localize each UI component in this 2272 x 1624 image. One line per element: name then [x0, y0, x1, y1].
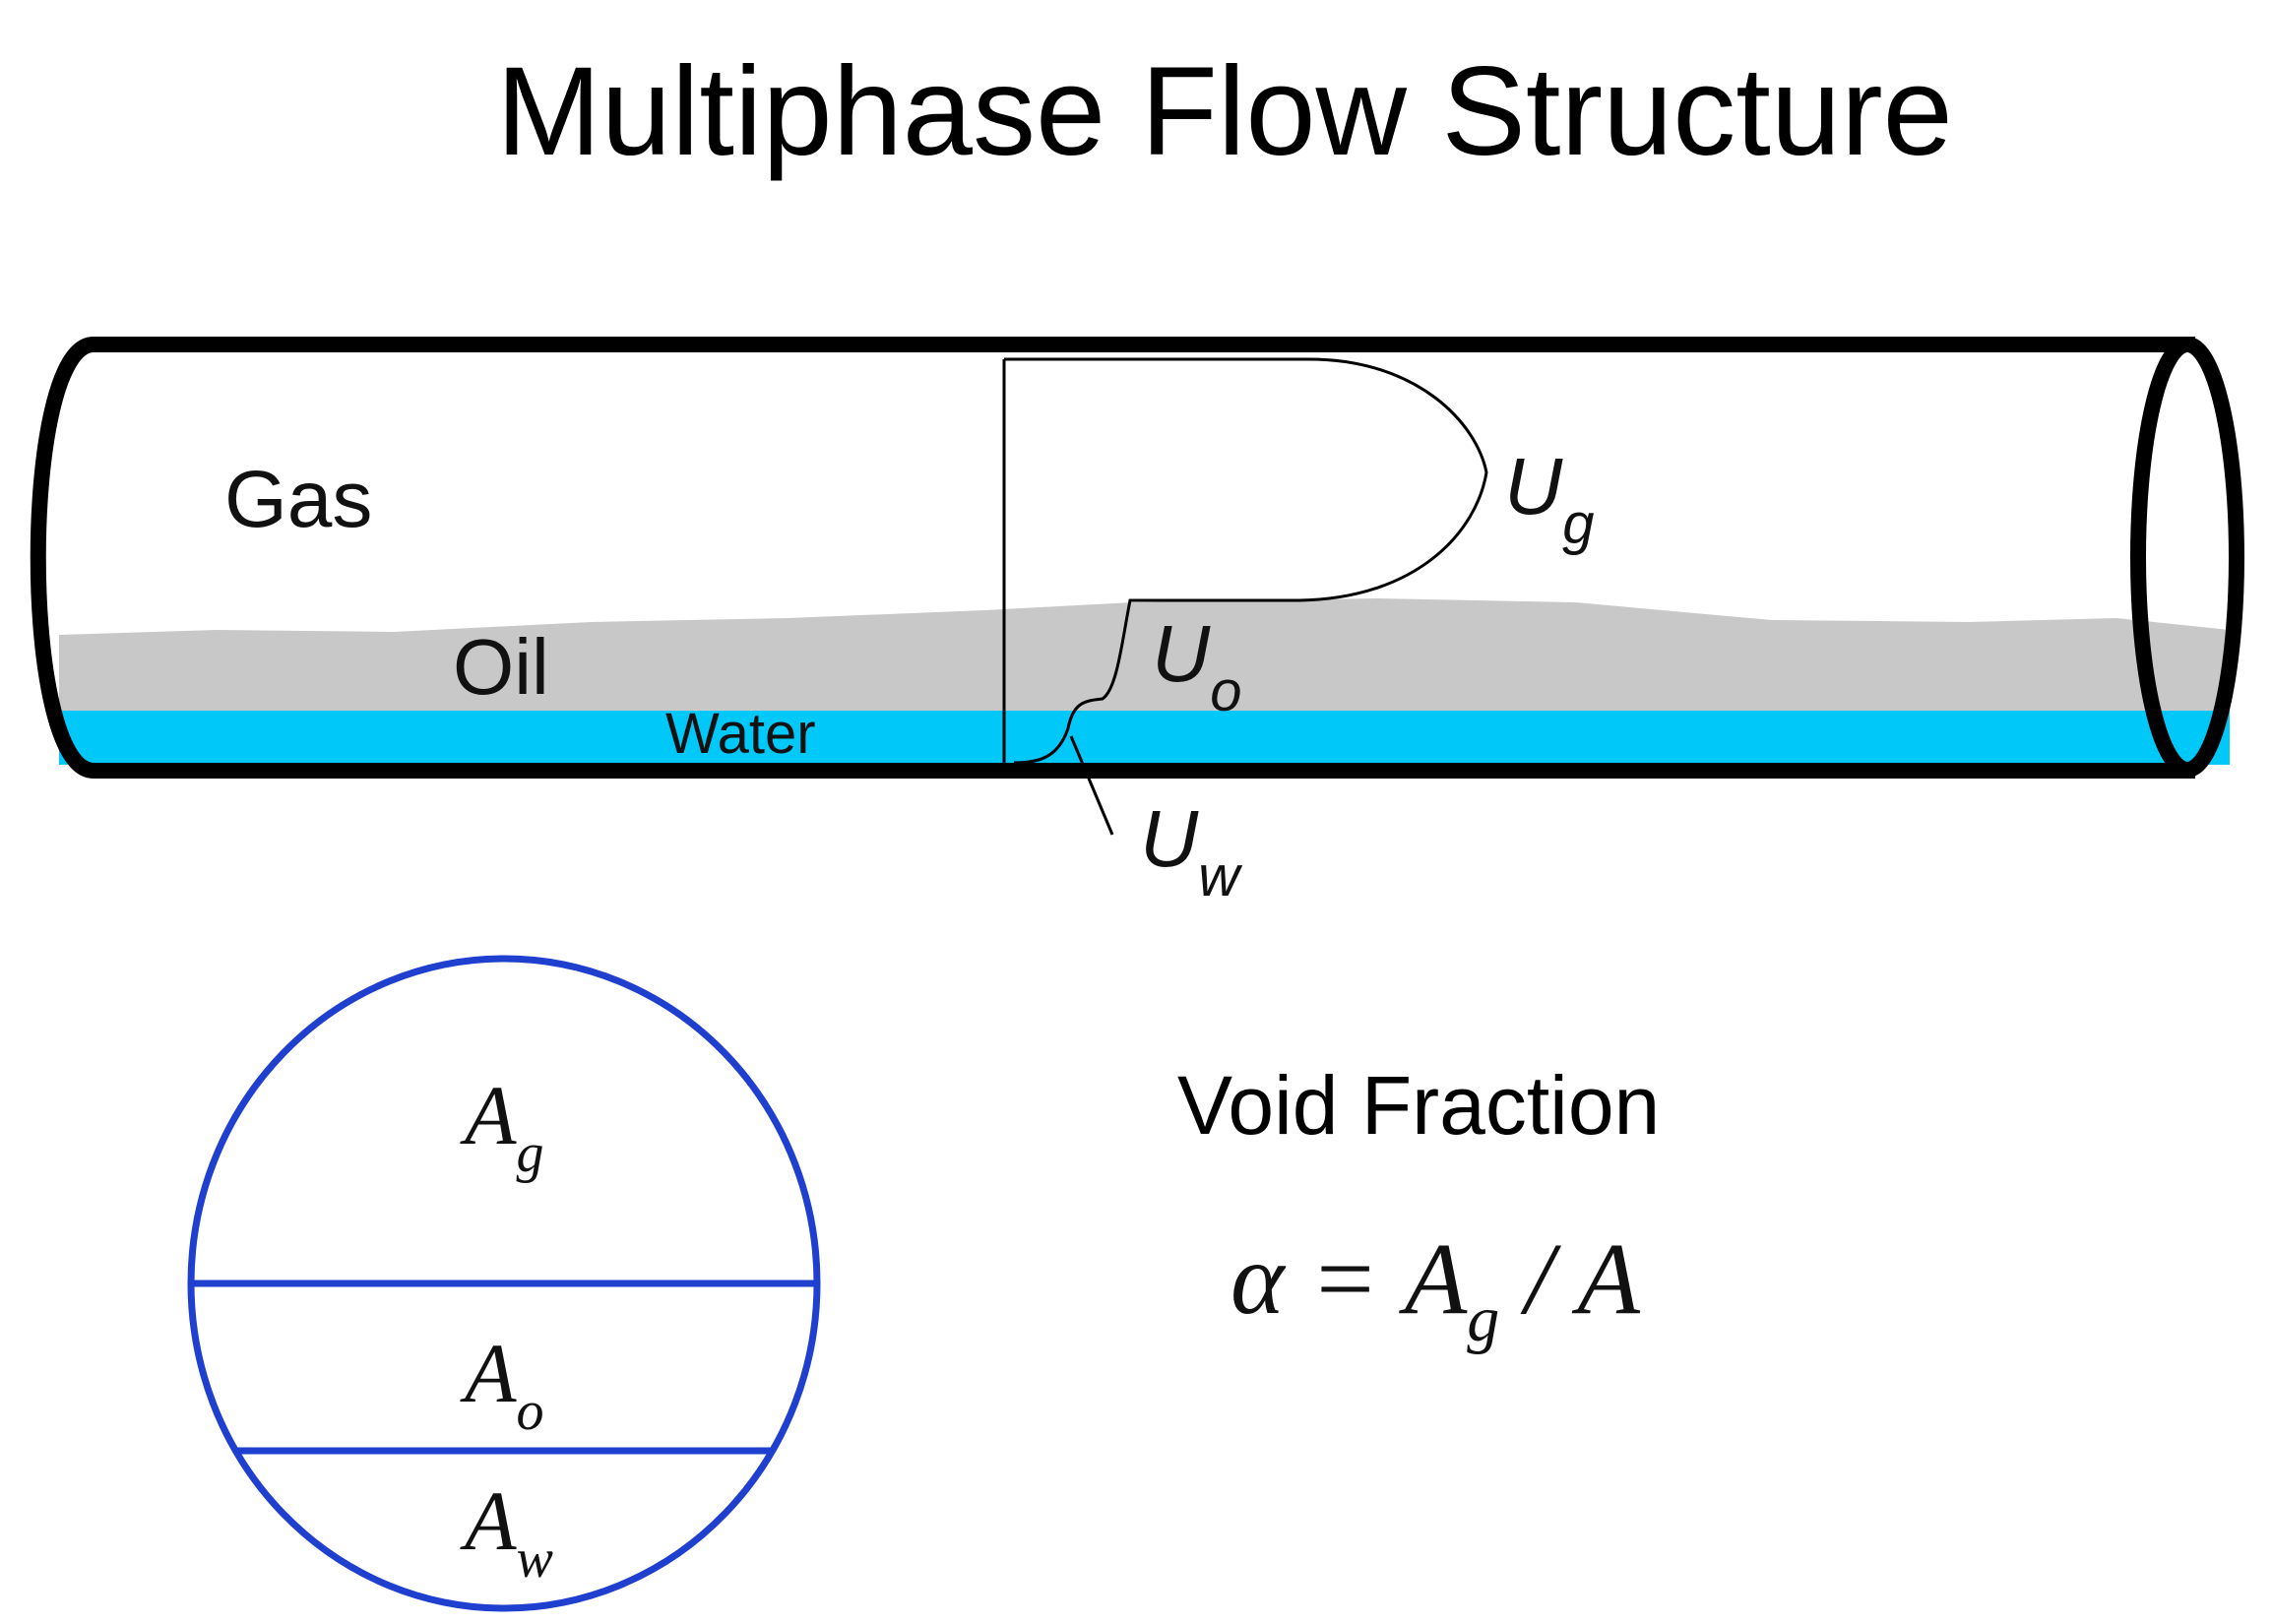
gas-area-label: Ag	[460, 1068, 544, 1184]
void-fraction-title: Void Fraction	[1177, 1059, 1661, 1152]
gas-label: Gas	[224, 455, 372, 544]
water-velocity-label: Uw	[1140, 794, 1242, 908]
oil-area-label: Ao	[460, 1326, 544, 1442]
formula-subscript: g	[1467, 1283, 1500, 1355]
velocity-profile-curve	[1004, 357, 1488, 765]
oil-layer	[59, 598, 2230, 714]
oil-velocity-label: Uo	[1152, 609, 1241, 723]
pipe-outline	[30, 337, 2244, 779]
gas-velocity-label: Ug	[1504, 442, 1594, 556]
oil-label: Oil	[453, 623, 549, 711]
pipe-right-opening	[2130, 337, 2244, 778]
water-area-label: Aw	[460, 1473, 553, 1590]
cross-section	[187, 955, 821, 1612]
pipe-left-end	[30, 337, 95, 779]
water-layer	[59, 711, 2230, 765]
water-label: Water	[665, 702, 816, 766]
void-fraction-formula: α = Ag / A	[1231, 1220, 1640, 1357]
pipe-fills	[59, 598, 2230, 765]
page-title: Multiphase Flow Structure	[496, 41, 1953, 182]
water-velocity-leader	[1069, 735, 1114, 836]
formula-rhs: / A	[1499, 1222, 1640, 1336]
formula-lhs: α = A	[1231, 1222, 1468, 1336]
velocity-profile	[1002, 357, 1488, 836]
